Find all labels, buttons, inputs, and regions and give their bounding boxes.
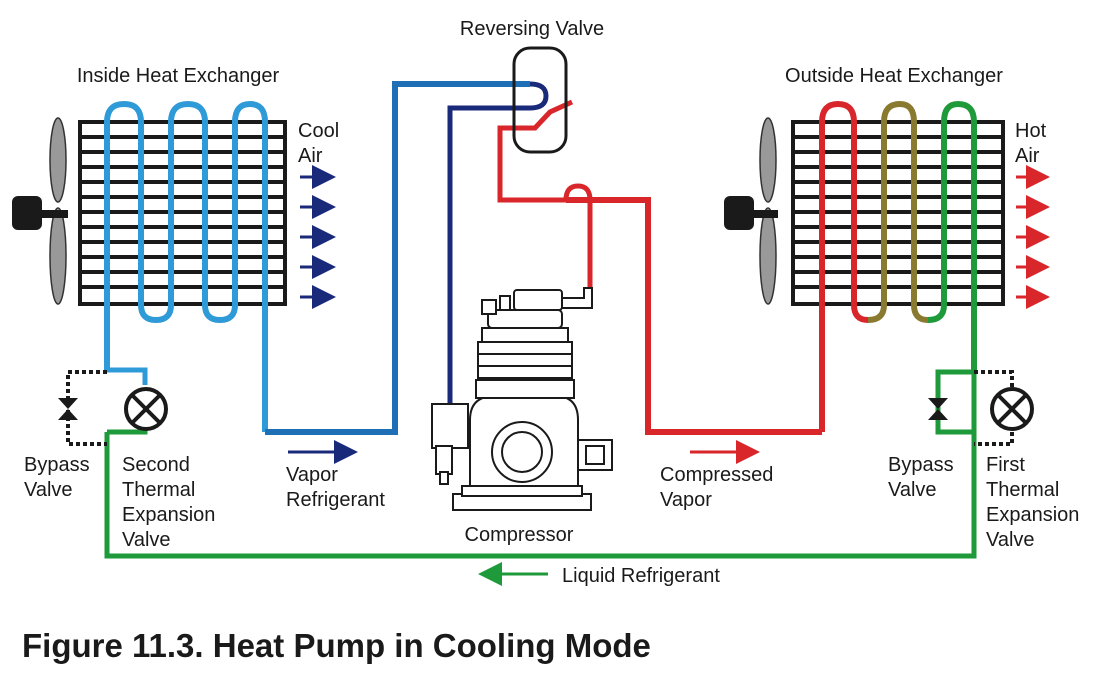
compressed-vapor-label-2: Vapor (660, 489, 712, 511)
left-bypass-valve-icon (58, 398, 78, 420)
compressed-vapor-label-1: Compressed (660, 464, 773, 486)
left-valve-loop-blue (107, 367, 148, 385)
cool-air-label-1: Cool (298, 120, 339, 142)
bypass-left-label-2: Valve (24, 479, 73, 501)
compressor-label: Compressor (465, 524, 574, 546)
outside-hx-label: Outside Heat Exchanger (785, 65, 1003, 87)
right-bypass-valve-icon (928, 398, 948, 420)
inside-coil-tube (104, 100, 268, 432)
outside-fan-icon (724, 117, 778, 305)
discharge-line (497, 99, 593, 292)
suction-line (447, 81, 549, 405)
inside-coil-fins (78, 120, 287, 306)
vapor-ref-label-1: Vapor (286, 464, 338, 486)
bypass-left-label-1: Bypass (24, 454, 90, 476)
cool-air-label-2: Air (298, 145, 323, 167)
first-tev-label-1: First (986, 454, 1025, 476)
left-bypass-dotted (66, 370, 107, 446)
hot-line-to-outside (566, 197, 822, 435)
right-expansion-valve-icon (990, 387, 1034, 431)
hot-air-arrows (1016, 165, 1050, 309)
bypass-right-label-1: Bypass (888, 454, 954, 476)
outside-coil-tube-red (819, 100, 869, 432)
left-expansion-valve-icon (124, 387, 168, 431)
first-tev-label-2: Thermal (986, 479, 1059, 501)
hot-air-label-2: Air (1015, 145, 1040, 167)
outside-coil-tube-olive (867, 100, 929, 323)
compressor-icon (431, 287, 613, 511)
cool-air-arrows (300, 165, 336, 309)
figure-caption: Figure 11.3. Heat Pump in Cooling Mode (22, 627, 651, 664)
liquid-line (104, 372, 977, 559)
first-tev-label-4: Valve (986, 529, 1035, 551)
outside-coil-tube-green (927, 100, 977, 372)
reversing-valve-body (512, 46, 568, 154)
second-tev-label-2: Thermal (122, 479, 195, 501)
liquid-ref-label: Liquid Refrigerant (562, 565, 720, 587)
outside-heat-exchanger (724, 100, 1050, 432)
inside-fan-icon (12, 117, 68, 305)
inside-heat-exchanger (12, 100, 336, 432)
second-tev-label-4: Valve (122, 529, 171, 551)
second-tev-label-1: Second (122, 454, 190, 476)
vapor-line-to-valve (265, 81, 530, 435)
hot-air-label-1: Hot (1015, 120, 1047, 142)
first-tev-label-3: Expansion (986, 504, 1079, 526)
second-tev-label-3: Expansion (122, 504, 215, 526)
reversing-valve-label: Reversing Valve (460, 18, 604, 40)
vapor-ref-label-2: Refrigerant (286, 489, 385, 511)
bypass-right-label-2: Valve (888, 479, 937, 501)
outside-coil-fins (791, 120, 1005, 306)
inside-hx-label: Inside Heat Exchanger (77, 65, 280, 87)
